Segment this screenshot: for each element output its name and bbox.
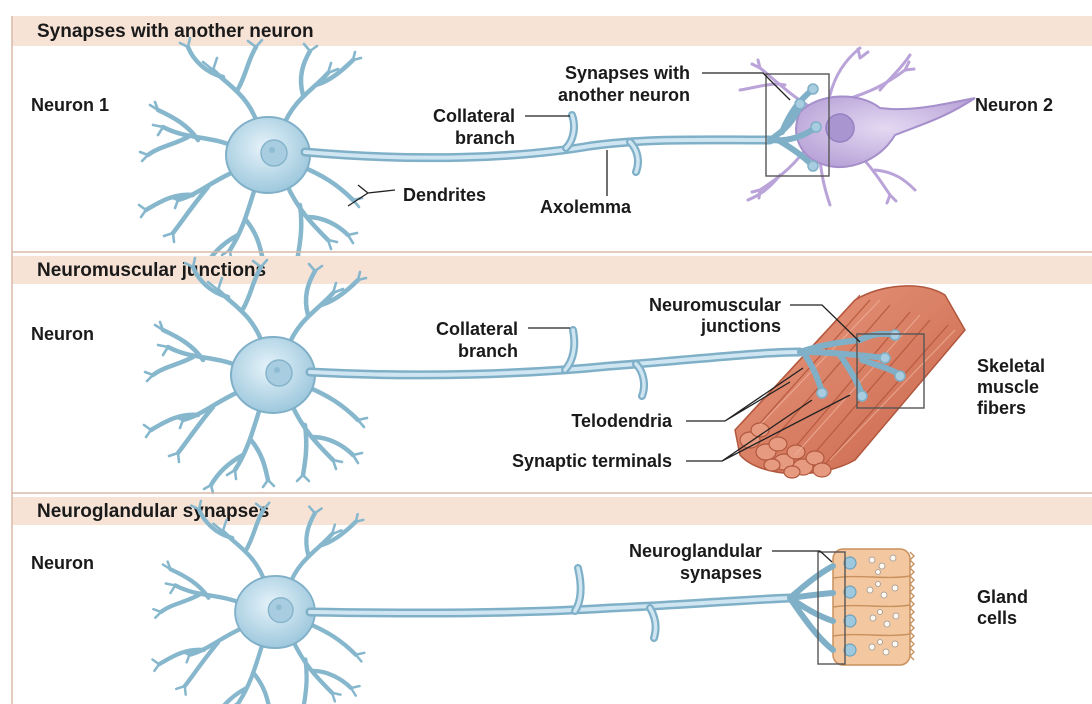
label-dendrites: Dendrites — [403, 185, 486, 205]
label-neuron-1: Neuron 1 — [31, 95, 109, 115]
label-synapses-line1: Synapses with — [565, 63, 690, 83]
label-synapses-line2: another neuron — [558, 85, 690, 105]
panel-title: Neuroglandular synapses — [37, 501, 269, 522]
neuron-2 — [740, 48, 975, 205]
label-neuroglandular-line2: synapses — [680, 563, 762, 583]
label-collateral-line2: branch — [458, 341, 518, 361]
label-collateral-line2: branch — [455, 128, 515, 148]
panel-title: Synapses with another neuron — [37, 21, 314, 42]
label-neuromuscular-line2: junctions — [700, 316, 781, 336]
label-collateral-line1: Collateral — [436, 319, 518, 339]
label-neuroglandular-line1: Neuroglandular — [629, 541, 762, 561]
panel-title: Neuromuscular junctions — [37, 260, 266, 281]
label-gland-line1: Gland — [977, 587, 1028, 607]
label-collateral-line1: Collateral — [433, 106, 515, 126]
label-gland-line2: cells — [977, 608, 1017, 628]
label-neuromuscular-line1: Neuromuscular — [649, 295, 781, 315]
panel-neuroglandular: Neuroglandular synapses — [12, 497, 1092, 704]
label-neuron: Neuron — [31, 553, 94, 573]
panel-synapse: Synapses with another neuron — [12, 16, 1092, 273]
label-neuron: Neuron — [31, 324, 94, 344]
panel-neuromuscular: Neuromuscular junctions — [12, 256, 1092, 493]
neuron — [152, 501, 364, 704]
label-telodendria: Telodendria — [571, 411, 673, 431]
label-synaptic-terminals: Synaptic terminals — [512, 451, 672, 471]
label-skeletal-line1: Skeletal — [977, 356, 1045, 376]
label-skeletal-line2: muscle — [977, 377, 1039, 397]
label-axolemma: Axolemma — [540, 197, 632, 217]
label-neuron-2: Neuron 2 — [975, 95, 1053, 115]
label-skeletal-line3: fibers — [977, 398, 1026, 418]
